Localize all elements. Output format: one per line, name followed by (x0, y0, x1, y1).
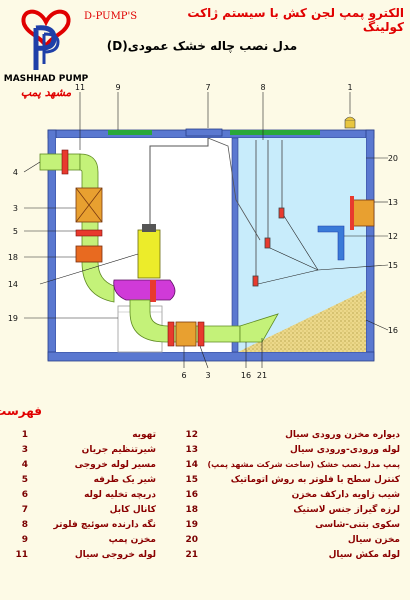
legend-title: فهرست (0, 404, 42, 418)
callout-left: 5 (13, 227, 18, 236)
legend-item: 15 کنترل سطح با فلوتر به روش اتوماتیک (185, 475, 400, 485)
callout-left: 19 (8, 314, 18, 323)
callout-left: 4 (13, 168, 18, 177)
pump-room-cover (108, 130, 152, 135)
cable-channel (185, 128, 223, 137)
legend-item: 3 شیرتنظیم جریان (21, 445, 156, 455)
legend-item: 6 دریچه تخلیه لوله (21, 490, 156, 500)
callout-bottom: 21 (257, 371, 267, 380)
legend-item: 13 لوله ورودی-ورودی سیال (185, 445, 400, 455)
callout-right: 20 (388, 154, 398, 163)
tank-sloped-floor (238, 290, 366, 352)
legend-item: 16 شیب زاویه دارکف مخزن (185, 490, 400, 500)
legend-item: 1 تهویه (21, 430, 156, 440)
callout-left: 14 (8, 280, 18, 289)
tank-cover (230, 130, 320, 135)
callout-top: 7 (205, 83, 210, 92)
legend-item: 4 مسیر لوله خروجی (21, 460, 156, 470)
legend-item: 11 لوله خروجی سیال (15, 550, 156, 560)
legend-item: 14 پمپ مدل نصب خشک (ساخت شرکت مشهد پمپ) (185, 460, 400, 470)
callout-left: 3 (13, 204, 18, 213)
page-title: الکترو پمپ لجن کش با سیستم ژاکت کولینگ (187, 6, 404, 34)
callout-top: 8 (260, 83, 265, 92)
legend-item: 8 نگه دارنده سوئیچ فلوتر (21, 520, 156, 530)
legend-item: 19 سکوی بتنی-شاسی (185, 520, 400, 530)
brand-code: D-PUMP'S (84, 11, 138, 22)
legend-item: 21 لوله مکش سیال (185, 550, 400, 560)
vent-icon (344, 116, 356, 129)
logo-name-fa: مشهد پمپ (20, 86, 72, 99)
pipe-flange (61, 149, 69, 175)
suction-valve (175, 321, 197, 347)
callout-right: 15 (388, 261, 398, 270)
callout-right: 12 (388, 232, 398, 241)
legend-item: 9 مخزن پمپ (21, 535, 156, 545)
dry-install-pump (113, 224, 176, 302)
callout-left: 18 (8, 253, 18, 262)
callout-bottom: 3 (205, 371, 210, 380)
logo-name-en: MASHHAD PUMP (3, 74, 89, 84)
callout-right: 16 (388, 326, 398, 335)
page-subtitle: مدل نصب چاله خشک عمودی(D) (106, 39, 298, 53)
callout-top: 1 (347, 83, 352, 92)
tank-partition-wall (231, 137, 239, 353)
legend-item: 18 لرزه گیراز جنس لاستیک (185, 505, 400, 515)
installation-diagram: 11 9 7 8 1 4 3 5 18 14 19 20 13 12 15 16… (8, 83, 398, 380)
rubber-vibration-damper (75, 245, 103, 263)
legend-item: 5 شیر یک طرفه (21, 475, 156, 485)
callout-top: 11 (75, 83, 85, 92)
callout-right: 13 (388, 198, 398, 207)
callout-top: 9 (115, 83, 120, 92)
legend-item: 12 دیواره مخزن ورودی سیال (185, 430, 400, 440)
callout-bottom: 6 (181, 371, 186, 380)
legend-item: 20 مخزن سیال (185, 535, 400, 545)
legend-item: 7 کانال کابل (21, 505, 156, 515)
check-valve (75, 229, 103, 237)
inlet-pipe (317, 196, 375, 261)
drain-gate-valve (167, 321, 175, 347)
float-switches (252, 140, 285, 287)
company-logo (21, 9, 71, 70)
callout-bottom: 16 (241, 371, 251, 380)
